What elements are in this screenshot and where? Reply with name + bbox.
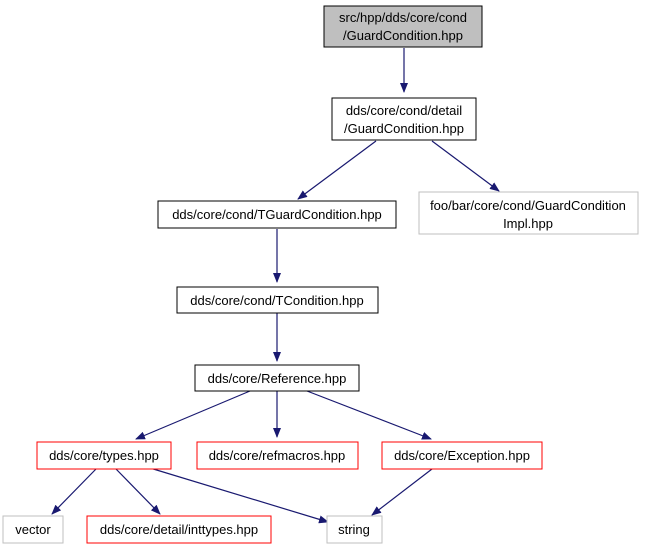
node-detail-guard-line-1: dds/core/cond/detail [346, 103, 462, 118]
node-root-line-2: /GuardCondition.hpp [343, 28, 463, 43]
node-types[interactable]: dds/core/types.hpp [36, 441, 172, 470]
node-exception[interactable]: dds/core/Exception.hpp [381, 441, 543, 470]
node-reference-label: dds/core/Reference.hpp [208, 371, 347, 386]
node-refmacros[interactable]: dds/core/refmacros.hpp [196, 441, 359, 470]
node-foobar-line-2: Impl.hpp [503, 216, 553, 231]
edges-layer [51, 48, 500, 524]
node-reference[interactable]: dds/core/Reference.hpp [194, 364, 360, 392]
edge-exception-to-string [371, 468, 433, 516]
edge-detail-guard-to-foobar [431, 140, 500, 192]
node-tguard-label: dds/core/cond/TGuardCondition.hpp [172, 207, 382, 222]
node-detail-guardcondition[interactable]: dds/core/cond/detail /GuardCondition.hpp [331, 97, 477, 141]
node-tcondition[interactable]: dds/core/cond/TCondition.hpp [176, 286, 379, 314]
node-foobar-line-1: foo/bar/core/cond/GuardCondition [430, 198, 626, 213]
node-vector[interactable]: vector [2, 515, 64, 544]
edge-types-to-vector [51, 468, 97, 515]
node-string[interactable]: string [326, 515, 383, 544]
node-root-line-1: src/hpp/dds/core/cond [339, 10, 467, 25]
nodes-layer: src/hpp/dds/core/cond /GuardCondition.hp… [2, 5, 639, 544]
node-string-label: string [338, 522, 370, 537]
node-refmacros-label: dds/core/refmacros.hpp [209, 448, 346, 463]
edge-types-to-string [149, 467, 329, 524]
node-vector-label: vector [15, 522, 51, 537]
edge-types-to-inttypes [115, 468, 161, 515]
node-inttypes[interactable]: dds/core/detail/inttypes.hpp [86, 515, 272, 544]
node-root-guardcondition[interactable]: src/hpp/dds/core/cond /GuardCondition.hp… [323, 5, 483, 48]
node-tguardcondition[interactable]: dds/core/cond/TGuardCondition.hpp [157, 200, 397, 229]
node-tcondition-label: dds/core/cond/TCondition.hpp [190, 293, 363, 308]
node-foobar-guardconditionimpl[interactable]: foo/bar/core/cond/GuardCondition Impl.hp… [418, 191, 639, 235]
node-types-label: dds/core/types.hpp [49, 448, 159, 463]
edge-reference-to-types [135, 390, 251, 440]
edge-detail-guard-to-tguard [297, 140, 377, 200]
node-exception-label: dds/core/Exception.hpp [394, 448, 530, 463]
node-inttypes-label: dds/core/detail/inttypes.hpp [100, 522, 258, 537]
node-detail-guard-line-2: /GuardCondition.hpp [344, 121, 464, 136]
edge-reference-to-exception [306, 390, 432, 440]
